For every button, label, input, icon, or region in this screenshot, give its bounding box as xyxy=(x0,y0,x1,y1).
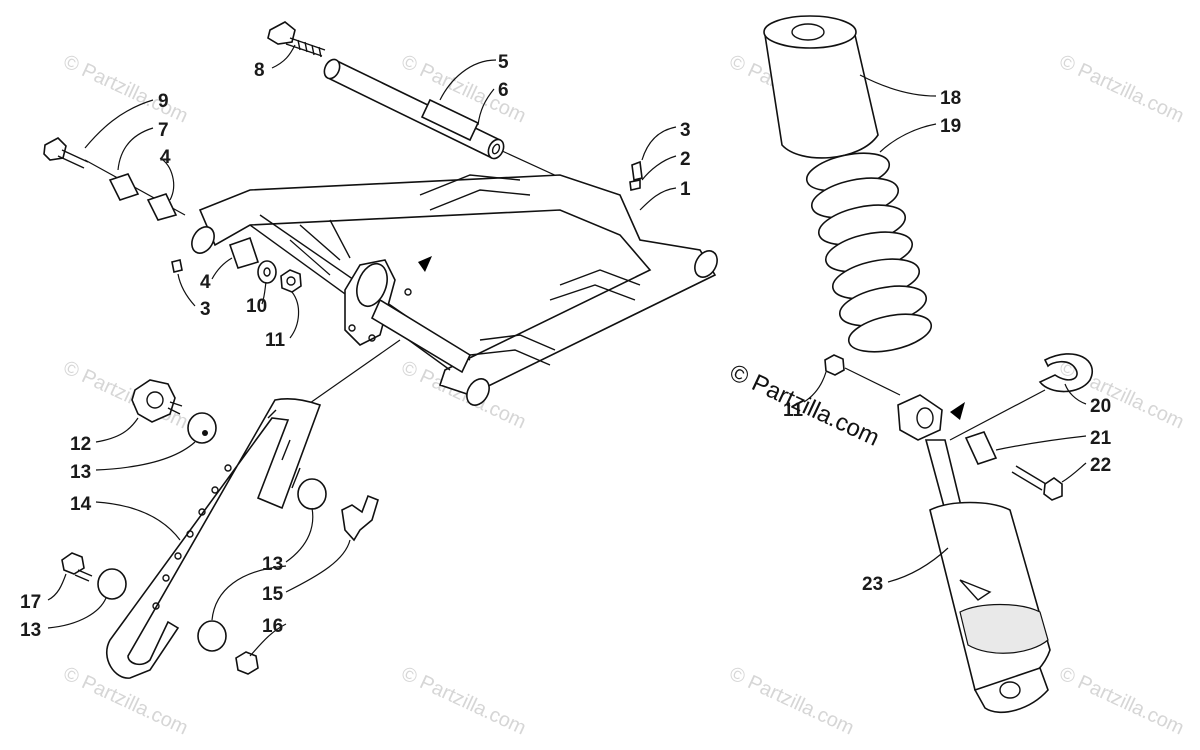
callout-3: 3 xyxy=(680,120,691,141)
callout-4: 4 xyxy=(200,272,211,293)
callout-21: 21 xyxy=(1090,428,1112,449)
callout-16: 16 xyxy=(262,616,283,637)
callout-5: 5 xyxy=(498,52,509,73)
callout-6: 6 xyxy=(498,80,509,101)
shock-assembly xyxy=(763,15,1093,714)
leader-lines xyxy=(47,44,1087,657)
callout-7: 7 xyxy=(158,120,169,141)
watermark: © Partzilla.com xyxy=(1056,663,1187,740)
callout-17: 17 xyxy=(20,592,41,613)
watermark: © Partzilla.com xyxy=(726,663,857,740)
callout-15: 15 xyxy=(262,584,284,605)
callout-10: 10 xyxy=(246,296,267,317)
callout-11: 11 xyxy=(783,400,804,421)
callout-22: 22 xyxy=(1090,455,1111,476)
callout-labels: 1 2 3 3 4 4 5 6 7 8 9 10 11 11 12 13 13 … xyxy=(20,52,1112,641)
callout-23: 23 xyxy=(862,574,883,595)
callout-2: 2 xyxy=(680,149,691,170)
callout-13: 13 xyxy=(20,620,41,641)
callout-14: 14 xyxy=(70,494,92,515)
swing-arm-assembly xyxy=(43,21,718,411)
watermark: © Partzilla.com xyxy=(60,51,191,128)
callout-12: 12 xyxy=(70,434,91,455)
callout-4: 4 xyxy=(160,147,171,168)
callout-3: 3 xyxy=(200,299,211,320)
callout-1: 1 xyxy=(680,179,691,200)
callout-18: 18 xyxy=(940,88,961,109)
callout-11: 11 xyxy=(265,330,286,351)
a-arm-frame xyxy=(191,160,718,406)
watermark: © Partzilla.com xyxy=(398,663,529,740)
callout-19: 19 xyxy=(940,116,961,137)
coil-spring xyxy=(805,152,933,353)
callout-20: 20 xyxy=(1090,396,1111,417)
limiter-strap-assembly xyxy=(61,379,379,679)
copyright-notice: © Partzilla.com xyxy=(725,359,883,452)
watermark: © Partzilla.com xyxy=(1056,51,1187,128)
callout-13: 13 xyxy=(262,554,283,575)
bolt-9-bushings xyxy=(43,137,302,293)
bolt-8 xyxy=(267,21,326,58)
callout-8: 8 xyxy=(254,60,265,81)
callout-13: 13 xyxy=(70,462,91,483)
callout-9: 9 xyxy=(158,91,169,112)
pivot-shaft xyxy=(323,58,505,160)
